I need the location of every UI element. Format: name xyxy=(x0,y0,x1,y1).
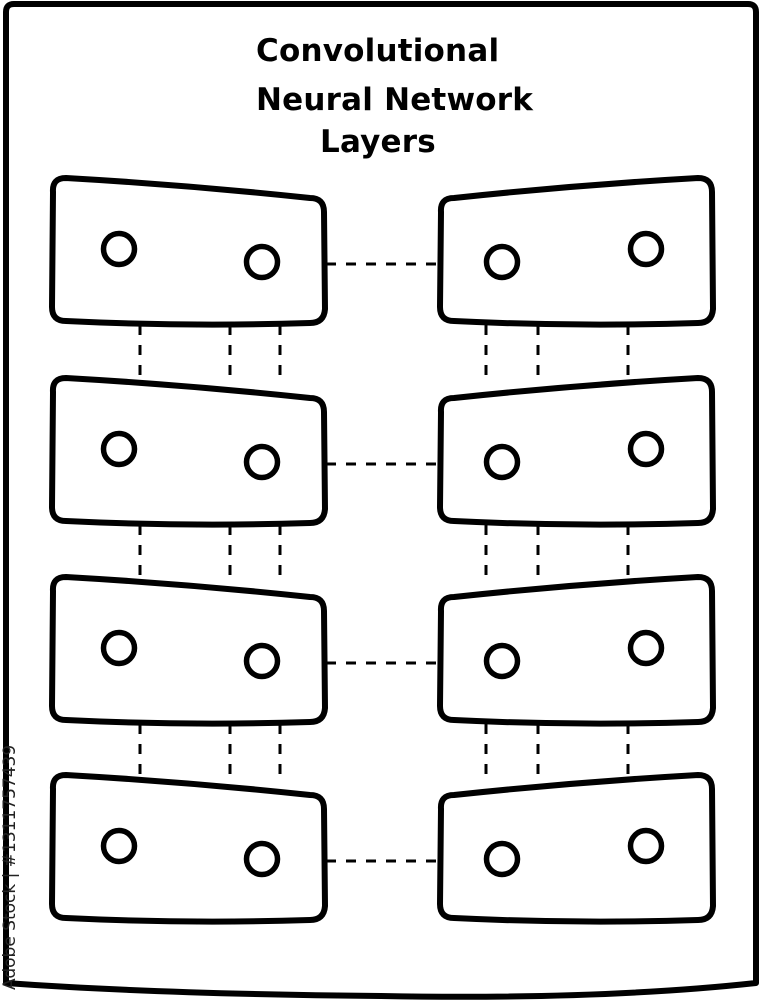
layer-box-left-1 xyxy=(49,175,328,328)
layer-box-left-4 xyxy=(49,772,328,925)
layer-box-left-2 xyxy=(49,375,328,528)
layer-node-right-3-b xyxy=(627,629,665,667)
layer-node-right-1-b xyxy=(627,230,665,268)
layer-box-right-1 xyxy=(437,175,716,328)
layer-box-right-2 xyxy=(437,375,716,528)
stock-watermark-id: Adobe Stock | #1311757439 xyxy=(0,744,20,990)
outer-frame xyxy=(3,1,759,1000)
layer-node-right-2-a xyxy=(483,443,521,481)
layer-box-right-4 xyxy=(437,772,716,925)
layer-node-left-2-a xyxy=(100,430,138,468)
layer-node-right-4-b xyxy=(627,827,665,865)
layer-box-left-3 xyxy=(49,574,328,727)
layers-group xyxy=(49,175,716,925)
layer-box-right-3 xyxy=(437,574,716,727)
layer-node-left-1-a xyxy=(100,230,138,268)
diagram-title-line-1: Convolutional xyxy=(256,33,500,69)
layer-node-left-4-b xyxy=(243,840,281,878)
layer-node-right-3-a xyxy=(483,642,521,680)
layer-node-right-4-a xyxy=(483,840,521,878)
diagram-title-line-2: Neural Network xyxy=(256,82,534,118)
diagram-title-line-3: Layers xyxy=(320,124,436,160)
layer-node-left-1-b xyxy=(243,243,281,281)
layer-node-left-2-b xyxy=(243,443,281,481)
layer-node-left-4-a xyxy=(100,827,138,865)
layer-node-left-3-a xyxy=(100,629,138,667)
layer-node-right-2-b xyxy=(627,430,665,468)
layer-node-right-1-a xyxy=(483,243,521,281)
layer-node-left-3-b xyxy=(243,642,281,680)
